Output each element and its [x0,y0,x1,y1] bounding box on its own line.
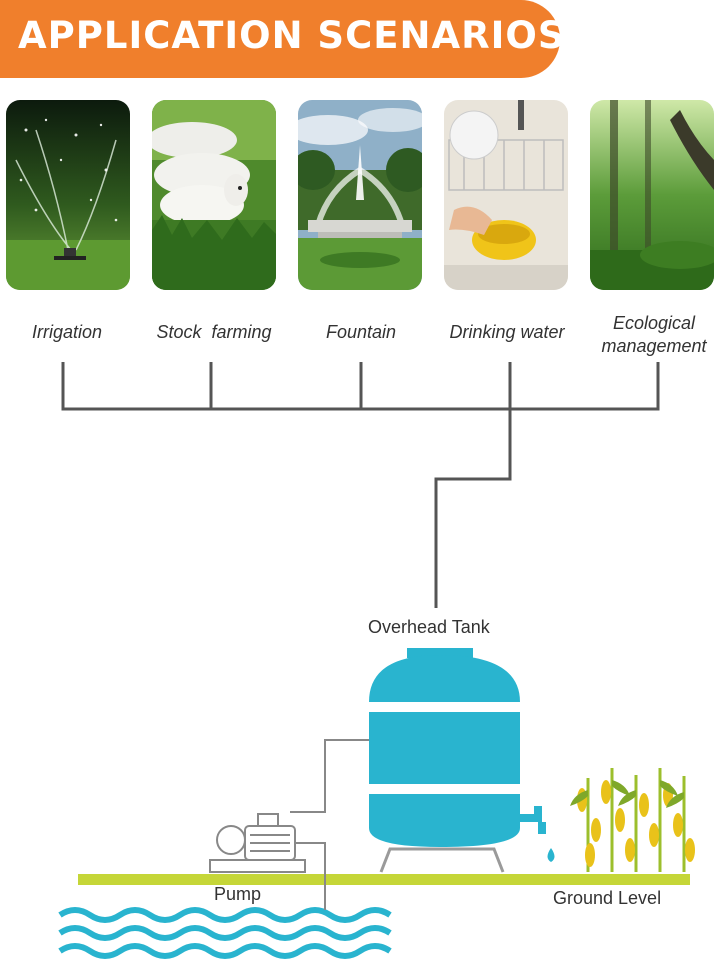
drinking-water-image [444,100,568,290]
scenario-label-fountain: Fountain [325,322,397,342]
ground-level-label: Ground Level [553,888,662,908]
scenario-label-stock-farming: Stock farming [156,322,272,342]
scenario-label-ecological-management: Ecological management [601,313,707,356]
overhead-tank [369,648,520,873]
ground-level-line [78,874,690,885]
page-title: APPLICATION SCENARIOS [18,14,566,57]
corn-field-icon [570,768,695,872]
faucet-icon [520,806,555,862]
scenario-label-drinking-water: Drinking water [449,322,565,342]
fountain-image [298,100,422,290]
pump-icon [209,813,306,873]
connector-lines [61,362,660,608]
stock-farming-image [152,100,276,290]
overhead-tank-label: Overhead Tank [368,617,490,637]
pump-label: Pump [214,884,262,904]
irrigation-image [6,100,130,290]
water-waves [58,907,392,959]
scenario-label-irrigation: Irrigation [31,322,103,342]
header-banner: APPLICATION SCENARIOS [0,0,564,78]
ecological-management-image [590,100,714,290]
pipes [290,739,369,910]
